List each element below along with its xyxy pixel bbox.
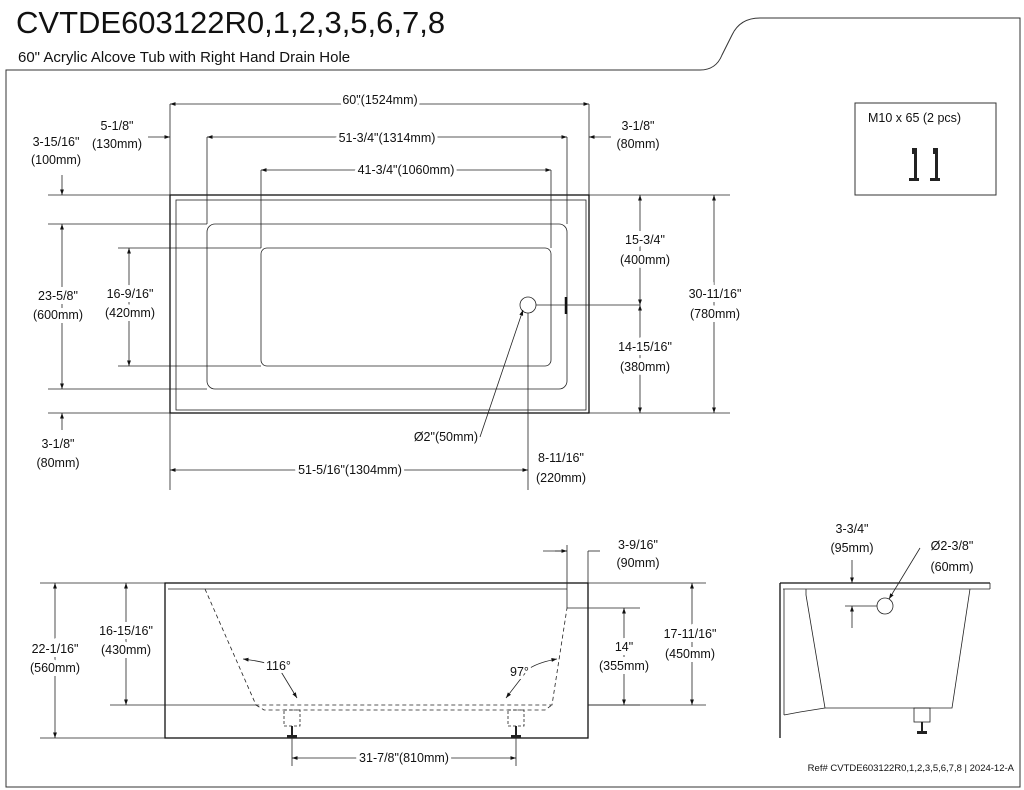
tub-basin-floor xyxy=(260,247,552,367)
sheet-frame xyxy=(5,17,1021,788)
dim-drain-diameter: Ø2"(50mm) xyxy=(414,430,478,444)
dim-left-offset: 5-1/8" xyxy=(101,119,134,133)
dim-drain-lower: 14-15/16" xyxy=(618,340,672,354)
dim-inner-width: 51-3/4"(1314mm) xyxy=(339,131,436,145)
svg-text:(100mm): (100mm) xyxy=(31,153,81,167)
hardware-box: M10 x 65 (2 pcs) xyxy=(854,102,997,196)
dim-left-angle: 116° xyxy=(266,659,291,673)
svg-text:(80mm): (80mm) xyxy=(36,456,79,470)
dim-right-offset: 3-1/8" xyxy=(622,119,655,133)
tub-side-profile xyxy=(805,588,971,709)
front-view: 22-1/16" (560mm) 16-15/16" (430mm) 116° … xyxy=(26,538,720,768)
dim-drain-from-right: 8-11/16" xyxy=(538,451,584,465)
dim-overflow-height: 14" xyxy=(615,640,633,654)
svg-text:(560mm): (560mm) xyxy=(30,661,80,675)
drawing-subtitle: 60" Acrylic Alcove Tub with Right Hand D… xyxy=(18,49,350,66)
tub-outline-top xyxy=(169,194,590,414)
dim-overall-width: 60"(1524mm) xyxy=(342,93,417,107)
dim-overall-height: 22-1/16" xyxy=(32,642,79,656)
svg-text:(780mm): (780mm) xyxy=(690,307,740,321)
tub-outline-front xyxy=(164,582,589,739)
dim-right-angle: 97° xyxy=(510,665,529,679)
svg-text:(90mm): (90mm) xyxy=(616,556,659,570)
leveling-foot-side xyxy=(913,707,931,734)
leveling-foot-left xyxy=(283,709,301,738)
dim-rim-width: 3-9/16" xyxy=(618,538,658,552)
svg-text:(430mm): (430mm) xyxy=(101,643,151,657)
dim-overall-depth: 30-11/16" xyxy=(689,287,742,301)
dim-drain-from-left: 51-5/16"(1304mm) xyxy=(298,463,402,477)
reference-number: Ref# CVTDE603122R0,1,2,3,5,6,7,8 | 2024-… xyxy=(808,763,1015,774)
svg-text:(355mm): (355mm) xyxy=(599,659,649,673)
dim-feet-spacing: 31-7/8"(810mm) xyxy=(359,751,449,765)
hardware-label: M10 x 65 (2 pcs) xyxy=(868,111,961,125)
dim-drain-upper: 15-3/4" xyxy=(625,233,665,247)
dim-inner-depth: 23-5/8" xyxy=(38,289,78,303)
overflow-hole xyxy=(876,597,894,615)
side-view: 3-3/4" (95mm) Ø2-3/8" (60mm) xyxy=(779,522,991,738)
dim-front-inner-depth: 16-15/16" xyxy=(99,624,153,638)
svg-text:(95mm): (95mm) xyxy=(830,541,873,555)
dim-bottom-offset: 3-1/8" xyxy=(42,437,75,451)
svg-text:(130mm): (130mm) xyxy=(92,137,142,151)
dim-bottom-width: 41-3/4"(1060mm) xyxy=(358,163,455,177)
svg-text:(80mm): (80mm) xyxy=(616,137,659,151)
top-view: 60"(1524mm) 51-3/4"(1314mm) 41-3/4"(1060… xyxy=(29,90,745,490)
leveling-foot-right xyxy=(507,709,525,738)
svg-text:(600mm): (600mm) xyxy=(33,308,83,322)
svg-text:(450mm): (450mm) xyxy=(665,647,715,661)
dim-bottom-depth: 16-9/16" xyxy=(107,287,154,301)
svg-text:(380mm): (380mm) xyxy=(620,360,670,374)
svg-text:(420mm): (420mm) xyxy=(105,306,155,320)
dim-overflow-diameter: Ø2-3/8" xyxy=(931,539,974,553)
tub-inner-profile xyxy=(204,588,568,706)
dim-side-rim: 3-3/4" xyxy=(836,522,869,536)
svg-text:(220mm): (220mm) xyxy=(536,471,586,485)
dim-top-offset: 3-15/16" xyxy=(33,135,80,149)
bolt-icon xyxy=(909,148,940,181)
svg-text:(60mm): (60mm) xyxy=(930,560,973,574)
dim-flange-height: 17-11/16" xyxy=(664,627,717,641)
svg-text:(400mm): (400mm) xyxy=(620,253,670,267)
drawing-title: CVTDE603122R0,1,2,3,5,6,7,8 xyxy=(16,5,445,40)
